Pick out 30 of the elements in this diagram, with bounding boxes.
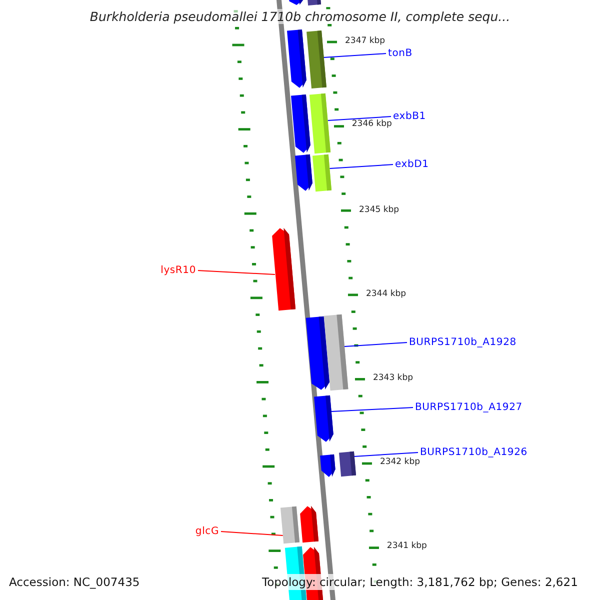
gene-block (324, 314, 348, 391)
tick-label: 2341 kbp (386, 541, 427, 551)
leader-line (327, 116, 392, 121)
gene-block (306, 30, 326, 89)
leader-line (198, 270, 276, 275)
leader-line (329, 164, 394, 169)
footer-text: Accession: NC_007435 (9, 574, 140, 590)
leader-line (330, 407, 414, 412)
leader-line (220, 531, 284, 536)
title: Burkholderia pseudomallei 1710b chromosome II, complete sequ... (90, 9, 510, 24)
gene-block (338, 451, 356, 477)
leader-line (322, 53, 386, 58)
gene-label: exbD1 (395, 159, 429, 170)
gene-block (312, 154, 332, 192)
tick-label: 2343 kbp (372, 373, 414, 383)
gene-label: BURPS1710b_A1927 (415, 402, 522, 413)
gene-label: exbB1 (393, 111, 426, 122)
gene-block (270, 227, 296, 311)
gene-block (309, 93, 331, 154)
footer-text: Topology: circular; Length: 3,181,762 bp; Genes: 2,621 (262, 574, 578, 590)
gene-label: BURPS1710b_A1926 (420, 447, 528, 458)
leader-line (344, 342, 408, 347)
gene-block (314, 395, 334, 443)
gene-label: BURPS1710b_A1928 (409, 337, 516, 348)
gene-label: tonB (388, 48, 412, 59)
gene-label: glcG (195, 526, 219, 537)
gene-block (280, 506, 300, 544)
leader-line (353, 452, 418, 457)
gene-label: lysR10 (160, 265, 196, 276)
tick-label: 2346 kbp (352, 119, 392, 129)
